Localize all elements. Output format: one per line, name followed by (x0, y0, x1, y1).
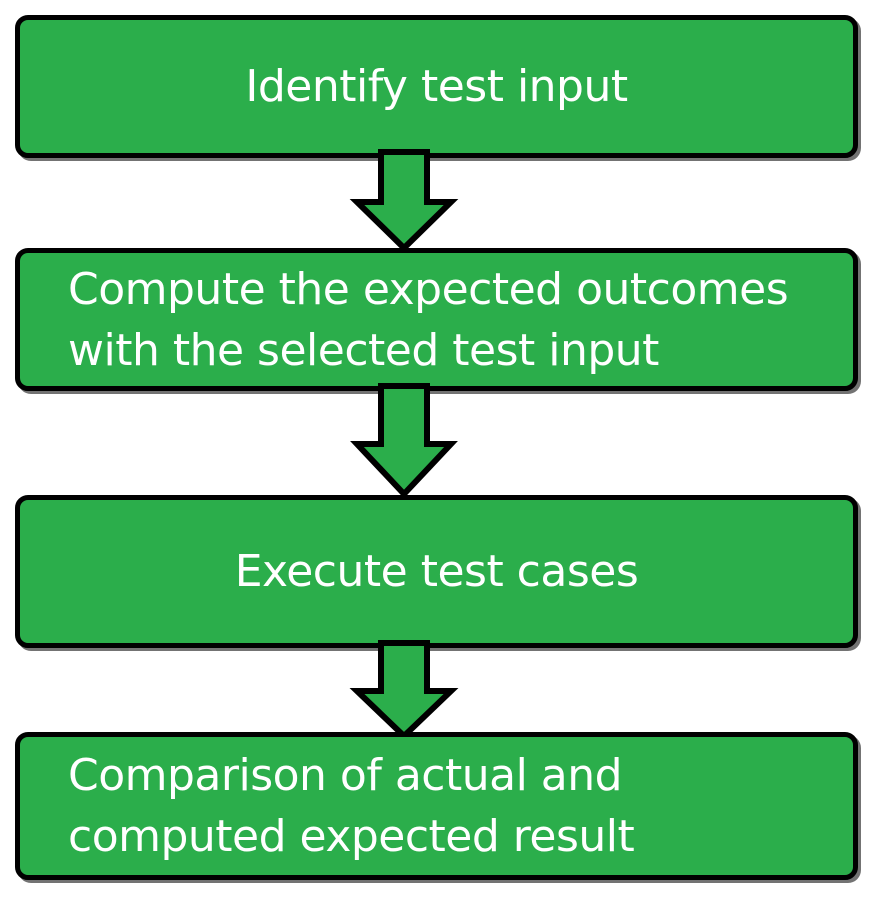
connector-arrow-1 (349, 149, 459, 253)
connector-arrow-3 (349, 640, 459, 741)
down-arrow-icon (349, 640, 459, 741)
node-label: Comparison of actual and computed expect… (68, 750, 635, 862)
flowchart-node-comparison-of-results[interactable]: Comparison of actual and computed expect… (15, 732, 858, 880)
node-label: Identify test input (245, 61, 628, 112)
flowchart-node-execute-test-cases[interactable]: Execute test cases (15, 495, 858, 648)
connector-arrow-2 (350, 383, 458, 499)
flowchart-node-identify-test-input[interactable]: Identify test input (15, 15, 858, 158)
down-arrow-icon (349, 149, 459, 253)
node-label: Compute the expected outcomes with the s… (68, 263, 789, 376)
node-label: Execute test cases (234, 546, 639, 597)
flowchart-node-compute-expected-outcomes[interactable]: Compute the expected outcomes with the s… (15, 248, 858, 391)
down-arrow-icon (350, 383, 458, 499)
